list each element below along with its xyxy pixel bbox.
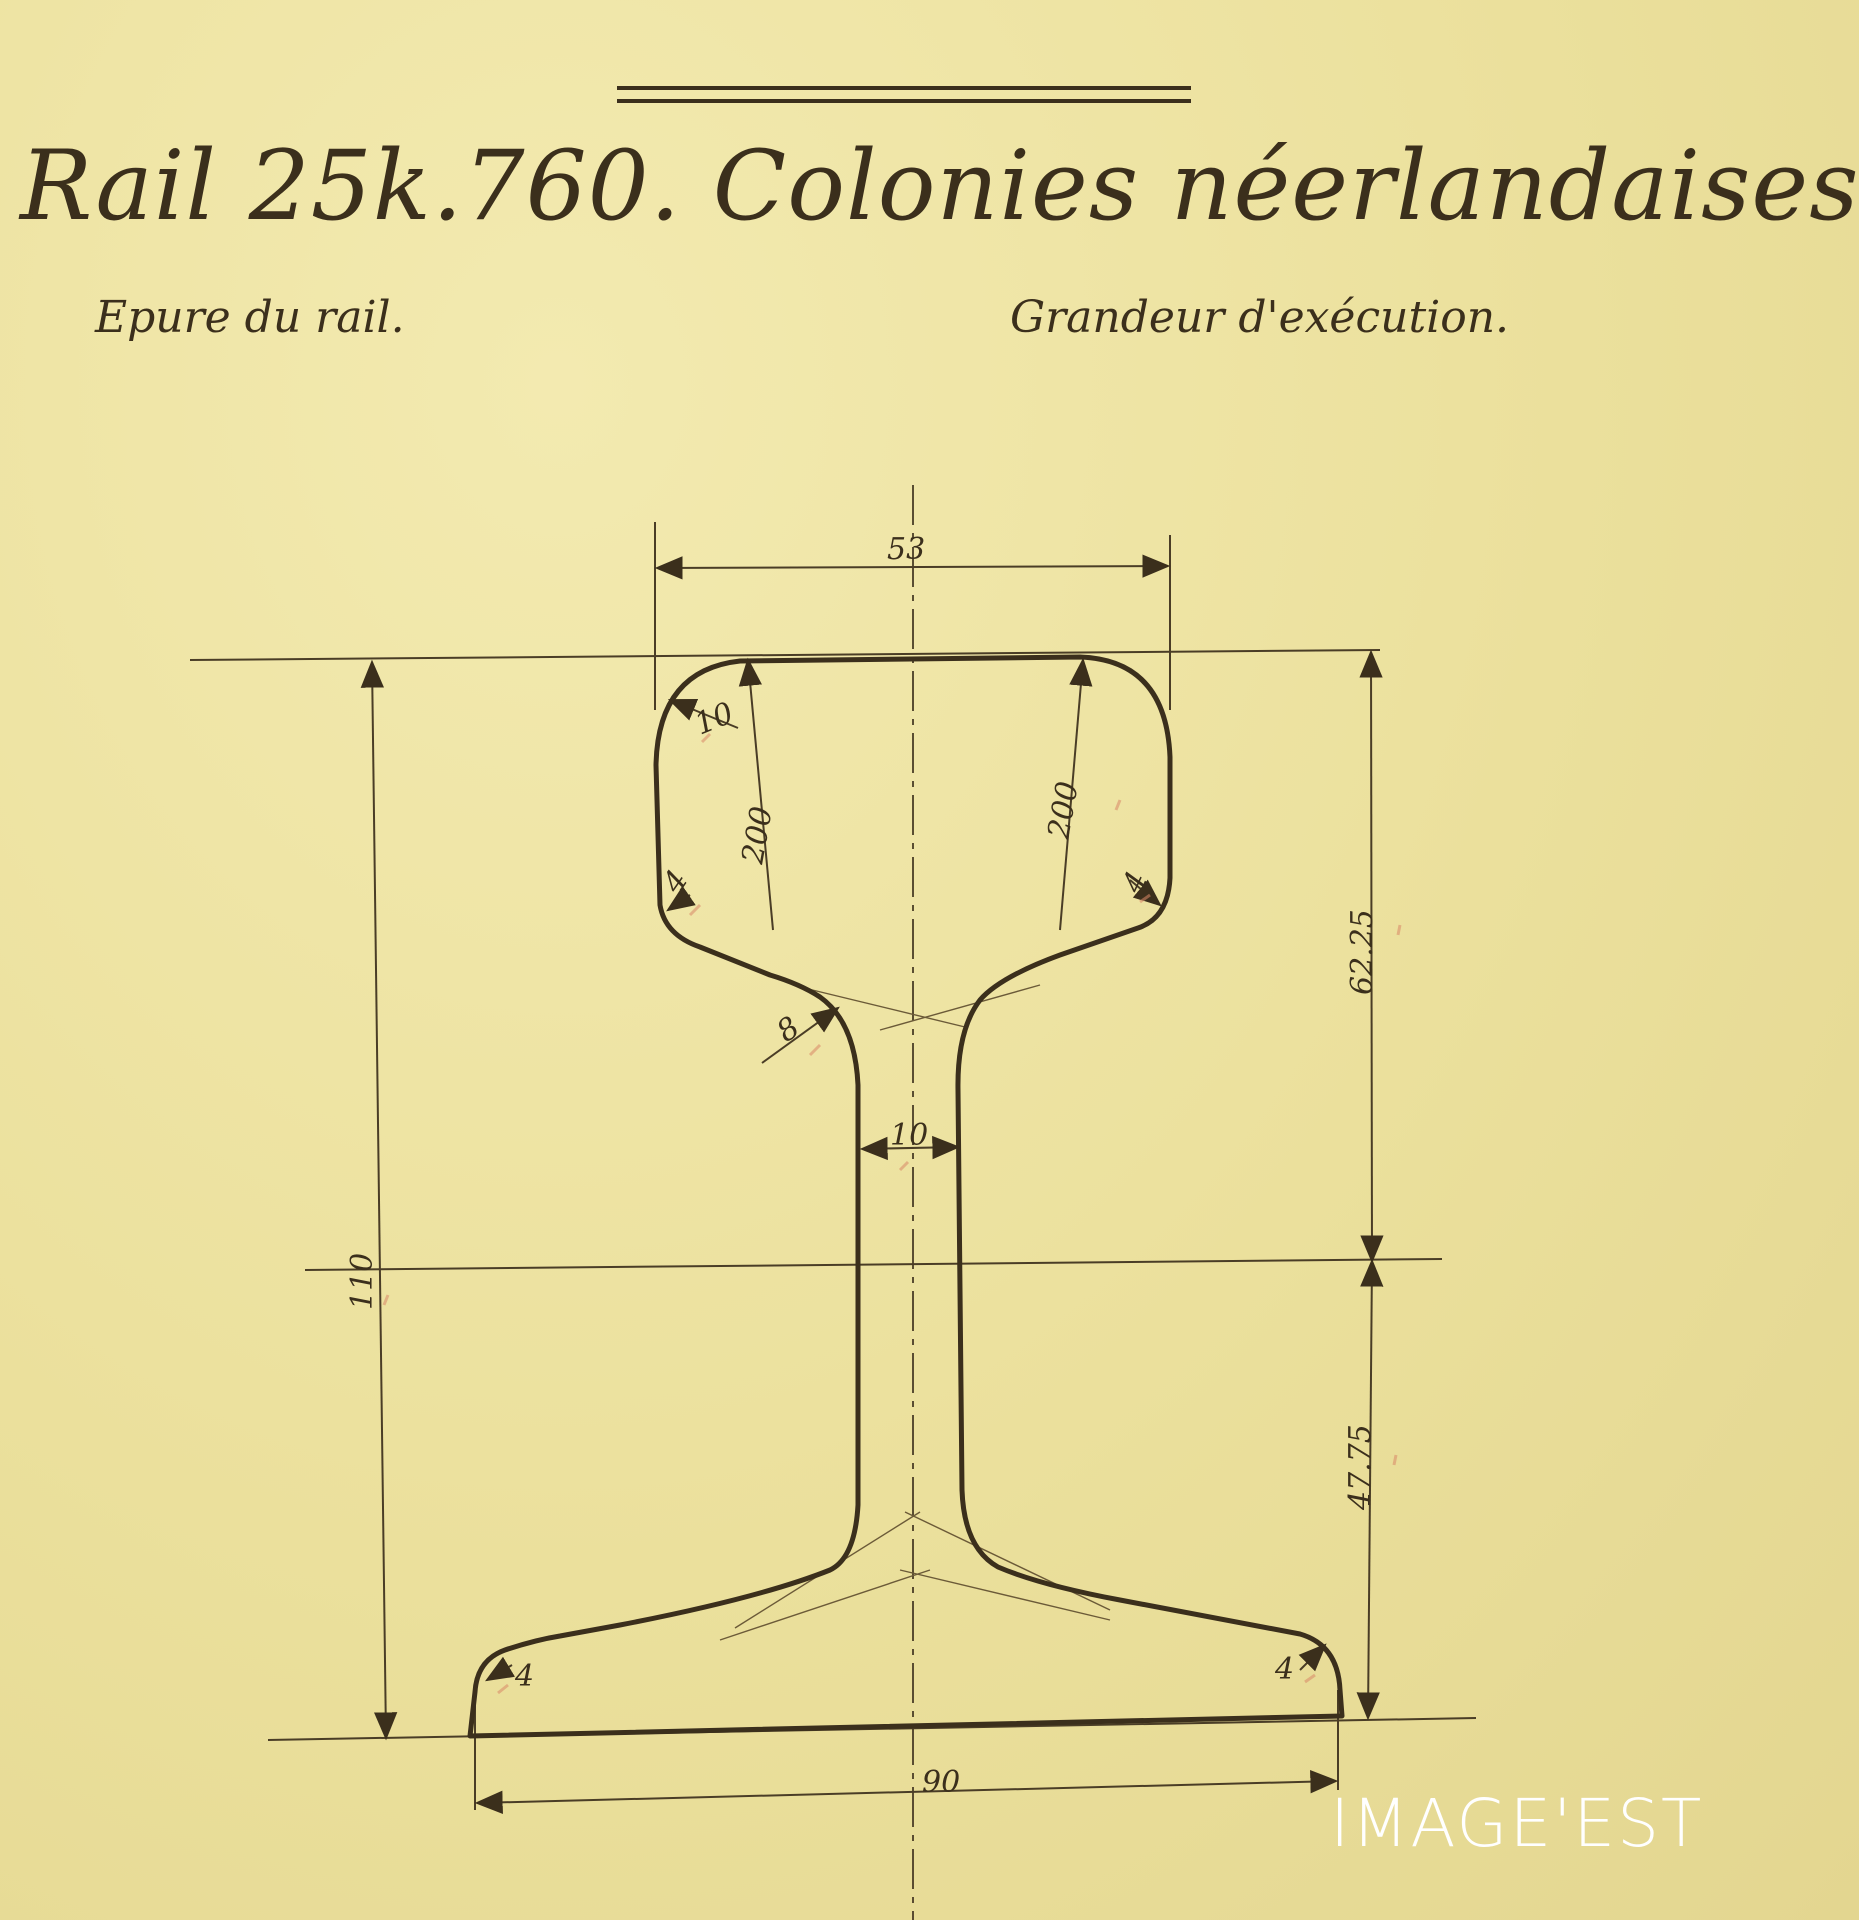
label-crown-radius-left: 200 [735,804,780,867]
construction-line-head-left [799,986,966,1028]
watermark-logo: IMAGE'EST [1330,1785,1704,1862]
web-thickness-dimension [859,1135,961,1161]
label-foot-width: 90 [922,1765,960,1800]
radius-leader-head-corner [667,698,739,729]
radius-leader-fillet [761,1006,840,1064]
label-foot-radius-left: 4 [514,1659,534,1694]
label-foot-radius-right: 4 [1274,1652,1294,1687]
drawing-subtitle-left: Epure du rail. [95,292,405,343]
radius-leader-crown-left [738,657,774,931]
check-mark-8 [1114,799,1122,811]
check-mark-2 [688,903,702,917]
drawing-title: Rail 25k.760. Colonies néerlandaises [20,130,1859,242]
radius-leader-head-lower-left [666,885,696,912]
label-head-width: 53 [887,532,925,567]
check-mark-4 [898,1160,910,1172]
check-mark-11 [1304,1673,1316,1684]
top-reference-line [189,649,1381,661]
drawing-subtitle-right: Grandeur d'exécution. [1010,292,1510,343]
rail-profile-outline [467,654,1345,1739]
radius-leader-foot-right [1298,1643,1327,1672]
radius-leader-head-lower-right [1129,879,1162,907]
check-mark-5 [382,1294,390,1306]
label-crown-radius-right: 200 [1041,779,1086,842]
label-upper-height: 62.25 [1345,909,1380,995]
label-total-height: 110 [345,1253,380,1310]
check-mark-7 [1392,1454,1398,1466]
radius-leader-crown-right [1059,657,1093,931]
construction-line-foot-cross [719,1569,931,1641]
neutral-axis-line [304,1258,1443,1271]
check-mark-1 [700,732,712,744]
check-mark-3 [808,1043,822,1057]
foot-width-dimension [474,1769,1339,1815]
label-fillet-radius: 8 [771,1010,807,1050]
label-web-thickness: 10 [890,1118,928,1153]
head-width-dimension [654,554,1171,580]
check-mark-10 [497,1683,509,1695]
radius-leader-foot-left [484,1656,516,1682]
construction-line-foot-right [904,1511,1111,1611]
label-lower-height: 47.75 [1343,1424,1378,1511]
total-height-dimension [360,659,398,1741]
lower-height-dimension [1356,1258,1384,1721]
upper-height-dimension [1359,649,1384,1264]
label-head-corner-radius: 10 [690,696,739,743]
check-mark-9 [1139,893,1151,904]
check-mark-6 [1396,924,1402,936]
construction-line-head-right [879,984,1041,1031]
construction-line-foot-cross-2 [899,1569,1111,1621]
